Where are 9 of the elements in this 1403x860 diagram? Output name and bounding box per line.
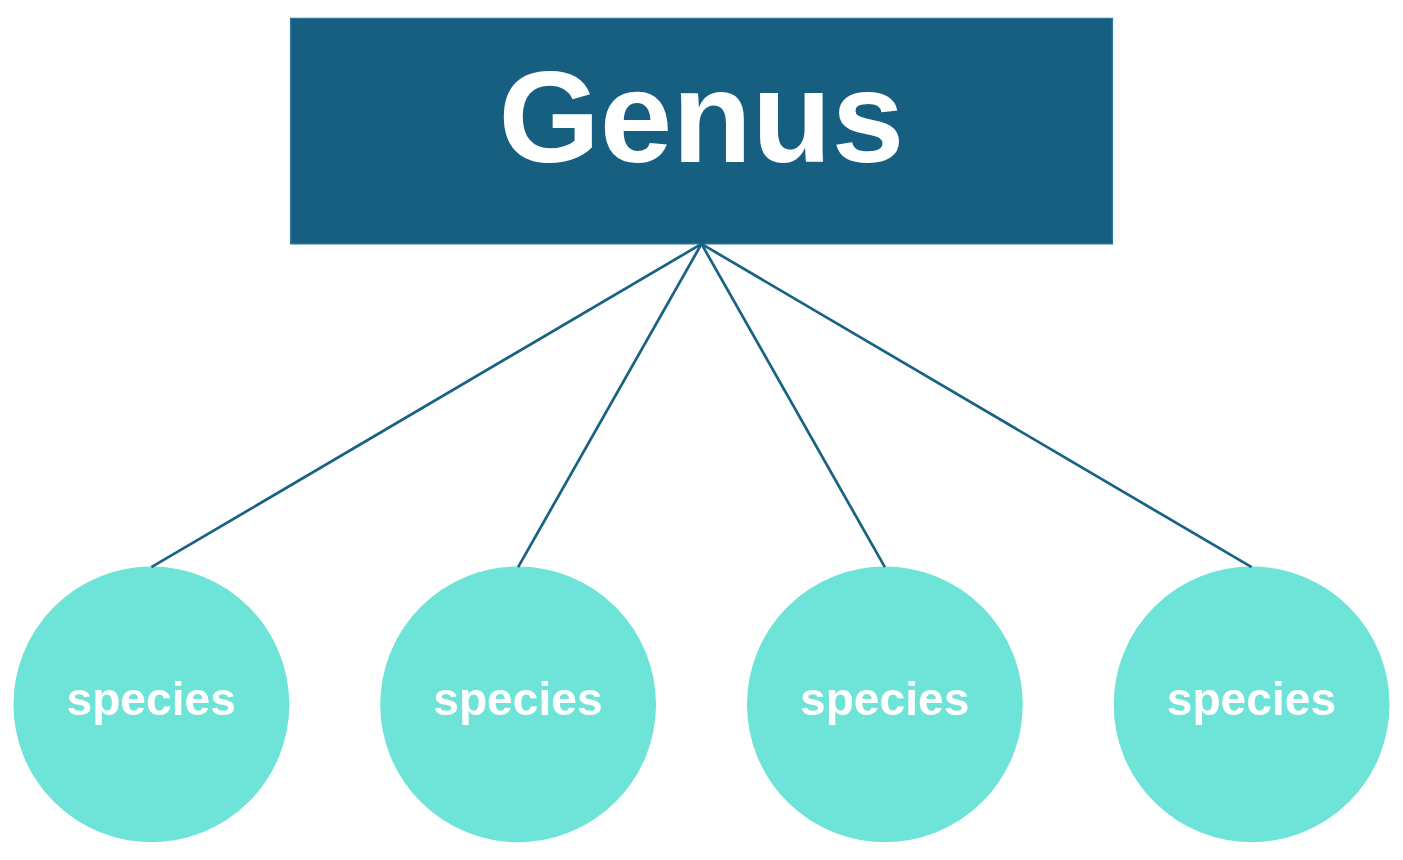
connector [700,242,1253,569]
node-circle: species [1113,566,1390,843]
connector [516,243,703,568]
connector [150,242,703,569]
connector [700,243,887,568]
node-circle: species [380,566,656,843]
node-circle: species [13,566,290,843]
node-circle: species [747,566,1023,843]
node-box: Genus [289,17,1114,245]
